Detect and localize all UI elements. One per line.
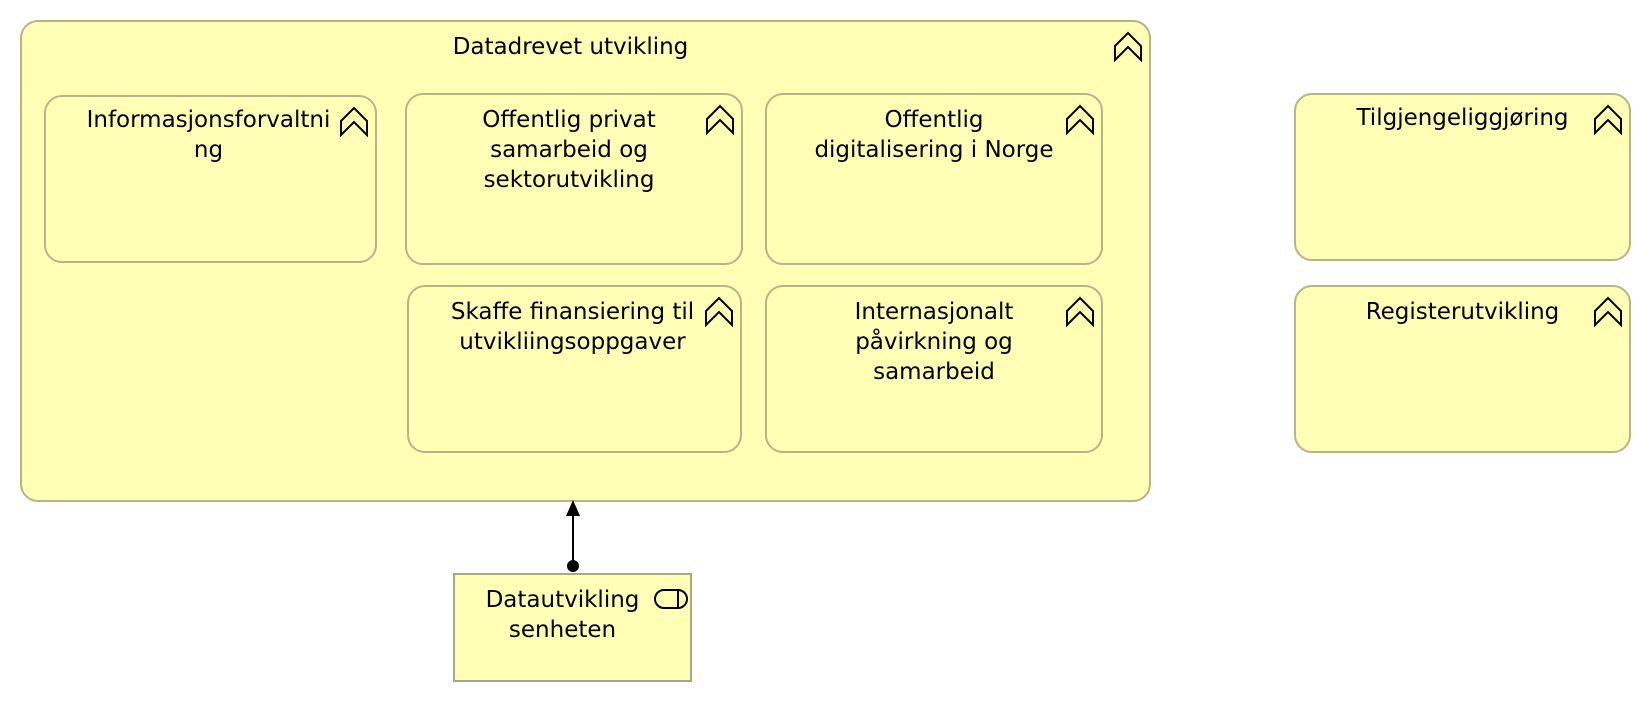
capability-icon — [1066, 296, 1094, 327]
capability-skaffe-finansiering[interactable]: Skaffe finansiering til utvikliingsoppga… — [407, 285, 742, 453]
capability-label: Skaffe finansiering til utvikliingsoppga… — [450, 299, 695, 355]
connector-origin-dot — [567, 560, 579, 572]
capability-label: Tilgjengeliggjøring — [1356, 105, 1569, 131]
service-label: Datautvikling senheten — [485, 587, 640, 643]
container-label: Datadrevet utvikling — [452, 34, 689, 60]
capability-icon — [705, 296, 733, 327]
capability-label: Offentlig digitalisering i Norge — [814, 107, 1054, 163]
capability-label: Internasjonalt påvirkning og samarbeid — [854, 299, 1014, 385]
capability-icon — [1066, 104, 1094, 135]
capability-icon — [1594, 296, 1622, 327]
capability-label: Informasjonsforvaltni ng — [86, 107, 331, 163]
arrowhead — [566, 500, 580, 516]
capability-tilgjengeliggjoring[interactable]: Tilgjengeliggjøring — [1294, 93, 1631, 261]
capability-label: Offentlig privat samarbeid og sektorutvi… — [482, 107, 656, 193]
capability-informasjonsforvaltning[interactable]: Informasjonsforvaltni ng — [44, 95, 377, 263]
capability-icon — [340, 106, 368, 137]
service-datautvikling-senheten[interactable]: Datautvikling senheten — [453, 573, 692, 682]
capability-offentlig-digitalisering[interactable]: Offentlig digitalisering i Norge — [765, 93, 1103, 265]
capability-offentlig-privat-samarbeid[interactable]: Offentlig privat samarbeid og sektorutvi… — [405, 93, 743, 265]
capability-icon — [1594, 104, 1622, 135]
capability-icon — [1114, 31, 1142, 62]
capability-registerutvikling[interactable]: Registerutvikling — [1294, 285, 1631, 453]
service-icon — [654, 589, 688, 609]
capability-internasjonalt[interactable]: Internasjonalt påvirkning og samarbeid — [765, 285, 1103, 453]
capability-label: Registerutvikling — [1365, 299, 1560, 325]
capability-icon — [706, 104, 734, 135]
